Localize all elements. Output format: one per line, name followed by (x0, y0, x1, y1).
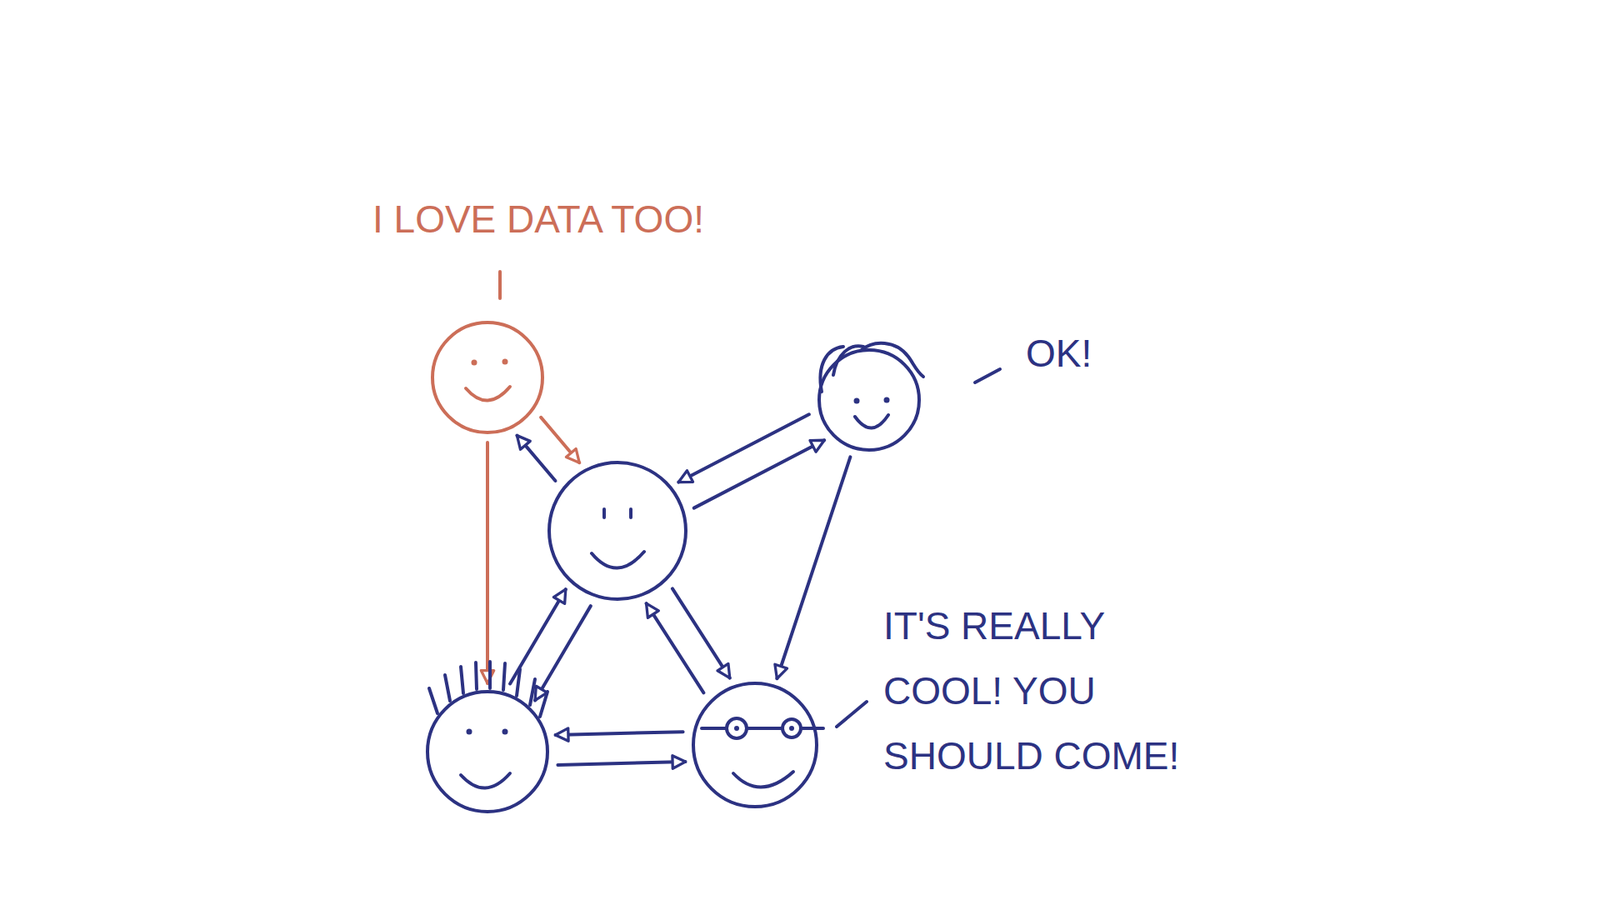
arrow-connector (557, 761, 685, 765)
face-circle (819, 350, 920, 450)
eye (854, 398, 860, 405)
face-outline (691, 681, 819, 809)
speech-text: IT'S REALLY COOL! YOU SHOULD COME! (883, 593, 1217, 789)
face-node: I LOVE DATA TOO! (430, 320, 545, 435)
eye (471, 360, 478, 366)
arrow-connector (555, 731, 684, 735)
face-node (547, 460, 688, 601)
face-node: OK! (817, 348, 921, 452)
speech-text: OK! (1025, 327, 1092, 380)
glasses-frame (701, 726, 824, 730)
arrow-connector (540, 417, 580, 463)
face-outline (547, 460, 688, 601)
arrow-connector (535, 605, 591, 700)
smile (460, 773, 510, 789)
face-circle (432, 322, 543, 433)
arrow-connector (485, 442, 490, 684)
eye (629, 509, 633, 518)
face-outline (817, 348, 921, 452)
eye (789, 725, 795, 731)
glasses-lens (726, 718, 747, 739)
glasses-lens (782, 719, 801, 738)
face-circle (549, 462, 686, 600)
face-circle (693, 683, 817, 807)
smile (733, 771, 794, 788)
face-outline (425, 690, 550, 814)
arrow-connector (776, 456, 850, 679)
face-node: IT'S REALLY COOL! YOU SHOULD COME! (691, 681, 819, 809)
eye (734, 725, 740, 731)
hair (861, 343, 924, 377)
arrow-connector (516, 435, 555, 481)
smile (855, 415, 889, 429)
arrow-connector (694, 440, 825, 508)
eye (884, 397, 890, 404)
speech-dash (836, 701, 867, 727)
arrow-connector (672, 588, 730, 678)
eye (466, 729, 473, 735)
face-node (425, 690, 550, 814)
arrow-connector (678, 414, 809, 482)
speech-dash (975, 369, 1000, 383)
speech-tick (498, 271, 502, 299)
speech-text: I LOVE DATA TOO! (372, 193, 705, 245)
face-circle (427, 691, 548, 812)
eye (502, 729, 509, 735)
face-outline (430, 320, 545, 435)
eye (502, 359, 509, 365)
arrow-connector (646, 603, 705, 693)
eye (602, 509, 606, 518)
smile (465, 386, 510, 401)
smile (591, 551, 645, 569)
